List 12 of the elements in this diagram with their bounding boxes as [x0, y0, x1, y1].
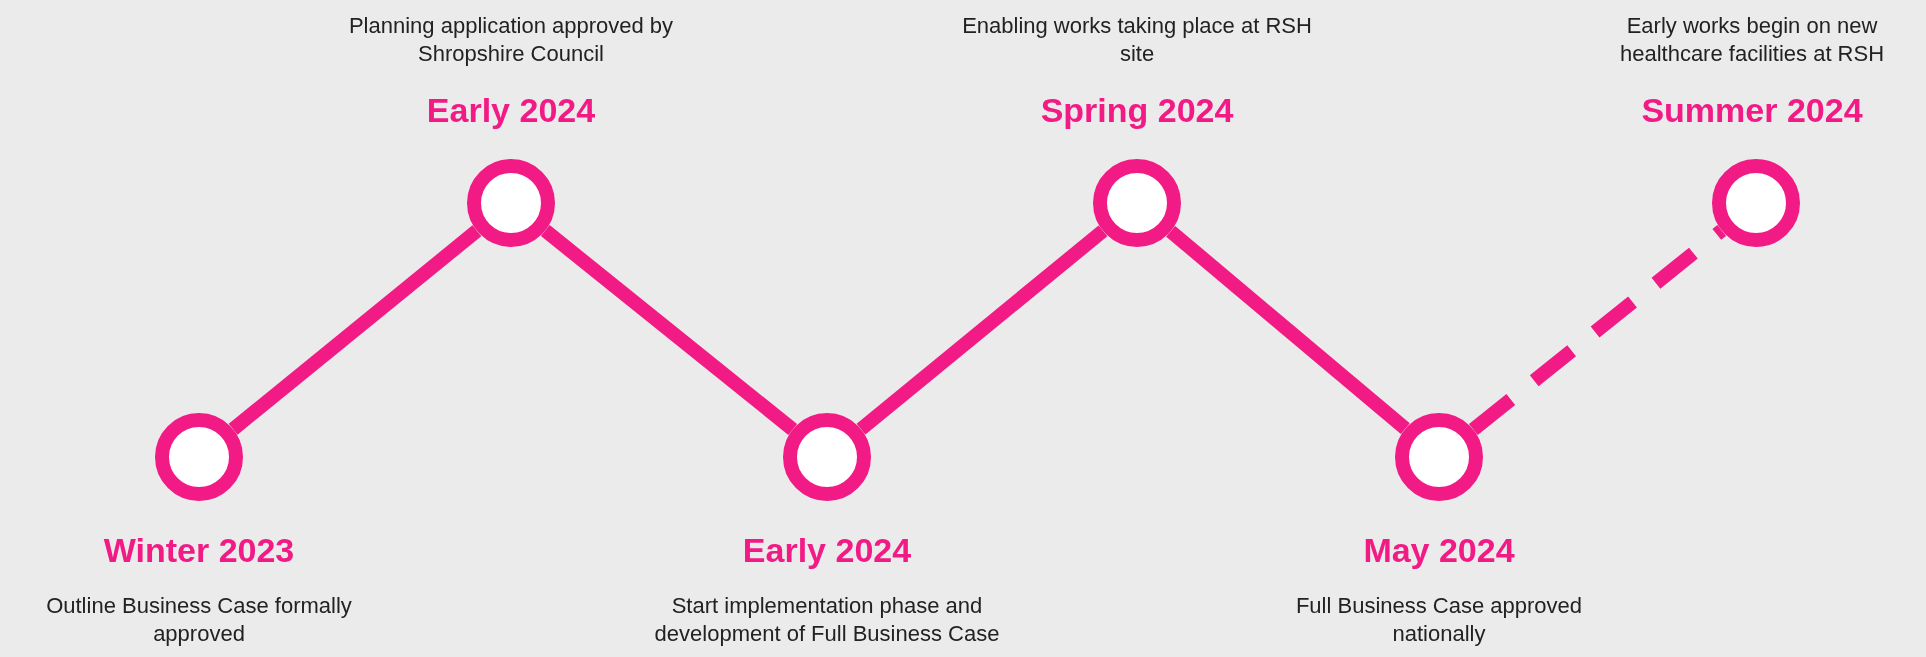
milestone-date: Summer 2024: [1640, 90, 1864, 130]
milestone-description: Outline Business Case formally approved: [45, 592, 353, 648]
milestone-description: Start implementation phase and development of Full Business Case: [653, 592, 1001, 648]
milestone-description: Full Business Case approved nationally: [1294, 592, 1584, 648]
milestone-date: Early 2024: [425, 90, 597, 130]
milestone-date: May 2024: [1362, 530, 1516, 570]
milestone-date: Early 2024: [741, 530, 913, 570]
milestone-date: Spring 2024: [1039, 90, 1235, 130]
milestone-description: Enabling works taking place at RSH site: [961, 12, 1313, 68]
milestone-description: Planning application approved by Shropshire Council: [347, 12, 675, 68]
milestone-date: Winter 2023: [102, 530, 296, 570]
milestone-description: Early works begin on new healthcare facilities at RSH: [1618, 12, 1886, 68]
